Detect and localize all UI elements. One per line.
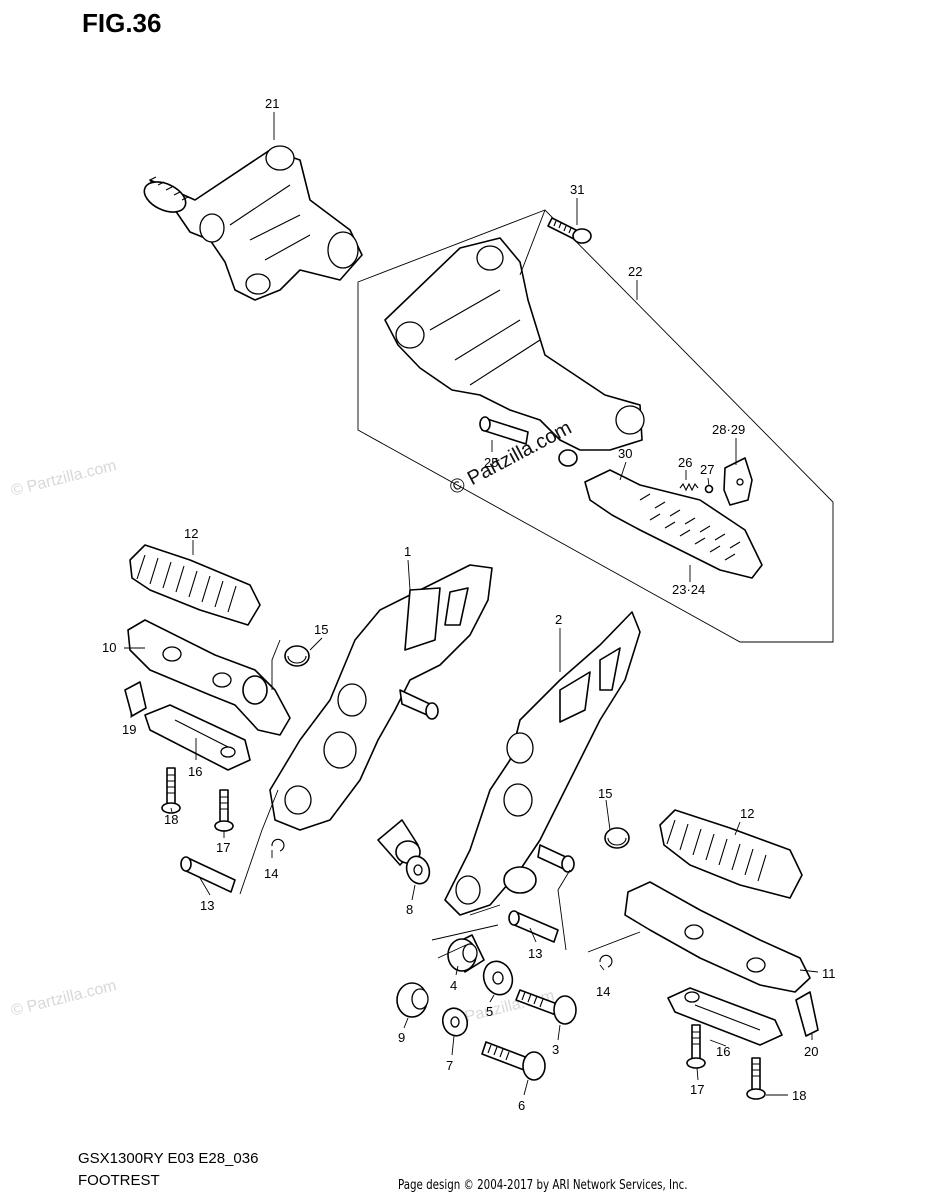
callout-13-right: 13 — [528, 946, 542, 961]
callout-15-right: 15 — [598, 786, 612, 801]
part-6-bolt[interactable] — [481, 1041, 546, 1081]
part-15-right-spring[interactable] — [604, 827, 630, 849]
callout-5: 5 — [486, 1004, 493, 1019]
part-25-pin[interactable] — [479, 416, 529, 445]
callout-16-left: 16 — [188, 764, 202, 779]
callout-8: 8 — [406, 902, 413, 917]
callout-20: 20 — [804, 1044, 818, 1059]
part-18-left-bolt[interactable] — [161, 767, 181, 814]
part-16-right-plate[interactable] — [667, 987, 783, 1046]
part-17-right-bolt[interactable] — [686, 1024, 706, 1069]
callout-17-left: 17 — [216, 840, 230, 855]
part-13-left-pin[interactable] — [180, 856, 236, 893]
leader-lines — [124, 112, 819, 1096]
part-8-washer[interactable] — [403, 853, 433, 887]
callout-9: 9 — [398, 1030, 405, 1045]
callout-26: 26 — [678, 455, 692, 470]
callout-15-left: 15 — [314, 622, 328, 637]
part-12-left-rubber[interactable] — [129, 544, 261, 626]
callout-30: 30 — [618, 446, 632, 461]
part-5-washer[interactable] — [479, 957, 517, 999]
callout-11: 11 — [822, 966, 836, 981]
callout-18-left: 18 — [164, 812, 178, 827]
part-1-left-bracket[interactable] — [269, 564, 493, 866]
part-11-right-footrest[interactable] — [624, 881, 811, 993]
part-19-stopper[interactable] — [124, 681, 147, 717]
figure-title: FIG.36 — [82, 8, 162, 38]
callout-27: 27 — [700, 462, 714, 477]
part-15-left-spring[interactable] — [284, 645, 310, 667]
part-18-right-bolt[interactable] — [746, 1057, 766, 1100]
part-31-bolt[interactable] — [547, 217, 592, 244]
callout-14-right: 14 — [596, 984, 610, 999]
part-17-left-bolt[interactable] — [214, 789, 234, 832]
callout-18-right: 18 — [792, 1088, 806, 1103]
callout-2: 2 — [555, 612, 562, 627]
part-22-rear-bracket[interactable] — [384, 237, 645, 451]
part-bracket-nut — [558, 449, 578, 467]
section-name: FOOTREST — [78, 1172, 160, 1189]
callout-7: 7 — [446, 1058, 453, 1073]
part-27-ball[interactable] — [704, 484, 714, 494]
part-9-bushing[interactable] — [396, 982, 429, 1018]
part-10-left-footrest[interactable] — [127, 619, 291, 736]
callout-14-left: 14 — [264, 866, 278, 881]
part-7-washer[interactable] — [439, 1005, 471, 1040]
part-12-right-rubber[interactable] — [659, 809, 803, 899]
callout-12-left: 12 — [184, 526, 198, 541]
callout-21: 21 — [265, 96, 279, 111]
callout-25: 25 — [484, 455, 498, 470]
callout-6: 6 — [518, 1098, 525, 1113]
callout-10: 10 — [102, 640, 116, 655]
part-14-right-clip[interactable] — [599, 954, 613, 968]
callout-16-right: 16 — [716, 1044, 730, 1059]
model-code: GSX1300RY E03 E28_036 — [78, 1150, 259, 1167]
part-23-24-rear-footrest[interactable] — [584, 469, 763, 579]
part-20-stopper[interactable] — [795, 991, 819, 1037]
callout-17-right: 17 — [690, 1082, 704, 1097]
part-13-right-pin[interactable] — [508, 910, 559, 943]
part-4-bushing[interactable] — [447, 934, 485, 973]
callout-1: 1 — [404, 544, 411, 559]
part-26-spring[interactable] — [679, 482, 699, 492]
part-3-bolt[interactable] — [515, 989, 577, 1025]
callout-labels: 21 31 22 25 30 26 27 28·29 23·24 12 1 15… — [102, 96, 836, 1113]
callout-23-24: 23·24 — [672, 582, 705, 597]
callout-31: 31 — [570, 182, 584, 197]
callout-4: 4 — [450, 978, 457, 993]
callout-28-29: 28·29 — [712, 422, 745, 437]
callout-3: 3 — [552, 1042, 559, 1057]
part-14-left-clip[interactable] — [271, 838, 285, 852]
part-16-left-plate[interactable] — [144, 704, 251, 771]
callout-19: 19 — [122, 722, 136, 737]
callout-22: 22 — [628, 264, 642, 279]
part-21-rear-bracket[interactable] — [140, 145, 363, 301]
callout-12-right: 12 — [740, 806, 754, 821]
callout-13-left: 13 — [200, 898, 214, 913]
part-2-right-bracket[interactable] — [444, 611, 641, 916]
part-28-29-plate[interactable] — [723, 457, 753, 506]
page-footer: Page design © 2004-2017 by ARI Network S… — [398, 1178, 688, 1193]
